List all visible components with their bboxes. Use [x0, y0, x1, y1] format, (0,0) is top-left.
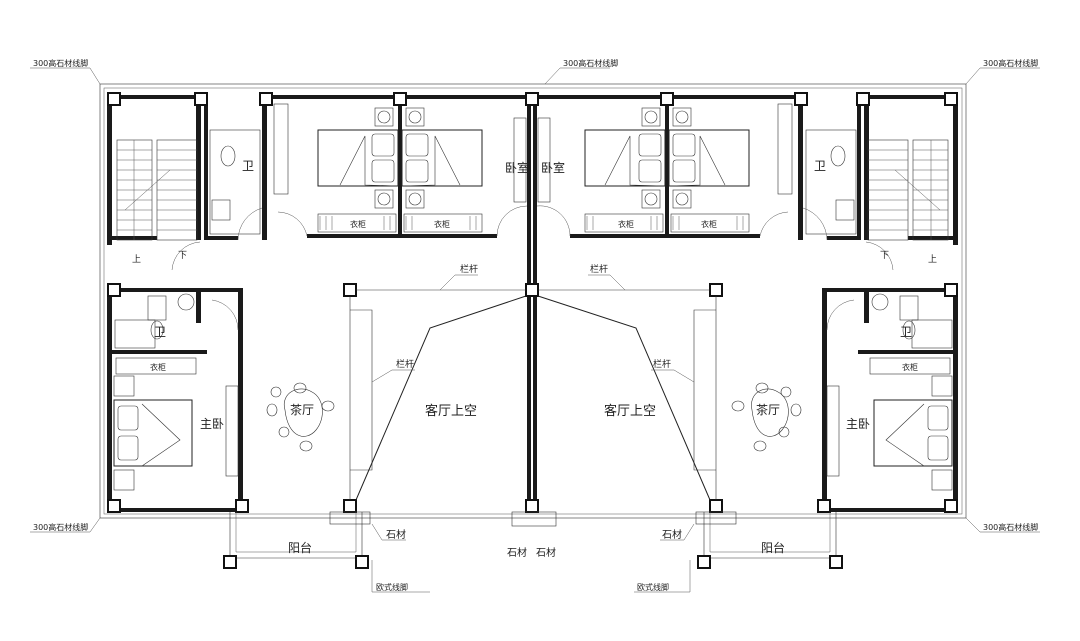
tea-table-left: [266, 382, 335, 452]
label-railing-1: 栏杆: [460, 263, 478, 275]
label-stone-baseboard-br: 300高石材线脚: [983, 522, 1038, 532]
label-balcony-right: 阳台: [761, 540, 785, 555]
label-balcony-left: 阳台: [288, 540, 312, 555]
label-living-void-left: 客厅上空: [425, 403, 477, 419]
label-bath-upper-right: 卫: [814, 159, 826, 173]
label-bath-upper-left: 卫: [242, 159, 254, 173]
label-euro-baseboard-right: 欧式线脚: [637, 582, 669, 592]
columns: [107, 92, 958, 513]
label-euro-baseboard-left: 欧式线脚: [376, 582, 408, 592]
label-stone-1: 石材: [386, 528, 406, 541]
label-up-left: 上: [132, 254, 141, 265]
label-railing-4: 栏杆: [653, 358, 671, 370]
label-stone-3: 石材: [536, 546, 556, 559]
labels: 300高石材线脚 300高石材线脚 300高石材线脚 300高石材线脚 300高…: [33, 58, 1038, 592]
label-bath-master-left: 卫: [154, 325, 166, 339]
tea-table-right: [731, 382, 802, 452]
label-stone-baseboard-tc: 300高石材线脚: [563, 58, 618, 68]
living-void: [349, 289, 717, 501]
label-tea-room-left: 茶厅: [290, 402, 314, 417]
label-railing-2: 栏杆: [590, 263, 608, 275]
master-suites: [113, 293, 953, 491]
label-stone-baseboard-tr: 300高石材线脚: [983, 58, 1038, 68]
label-down-left: 下: [178, 251, 187, 261]
label-down-right: 下: [880, 251, 889, 261]
leader-lines: [30, 67, 1040, 541]
label-bedroom-left: 卧室: [505, 160, 529, 175]
balconies: [223, 511, 843, 593]
label-wardrobe-master-right: 衣柜: [902, 362, 918, 372]
label-railing-3: 栏杆: [396, 358, 414, 370]
label-bath-master-right: 卫: [900, 325, 912, 339]
label-up-right: 上: [928, 254, 937, 265]
outer-outline: [99, 83, 967, 519]
label-living-void-right: 客厅上空: [604, 403, 656, 419]
label-wardrobe-2: 衣柜: [434, 219, 450, 229]
label-wardrobe-master-left: 衣柜: [150, 362, 166, 372]
bedroom-furniture: [273, 103, 793, 233]
label-tea-room-right: 茶厅: [756, 402, 780, 417]
label-wardrobe-3: 衣柜: [618, 219, 634, 229]
label-stone-4: 石材: [662, 528, 682, 541]
upper-baths: [171, 129, 894, 271]
label-stone-baseboard-bl: 300高石材线脚: [33, 522, 88, 532]
stair-right: [867, 139, 949, 241]
label-wardrobe-1: 衣柜: [350, 219, 366, 229]
label-bedroom-right: 卧室: [541, 160, 565, 175]
stair-left: [116, 139, 198, 241]
label-stone-baseboard-tl: 300高石材线脚: [33, 58, 88, 68]
label-wardrobe-4: 衣柜: [701, 219, 717, 229]
label-stone-2: 石材: [507, 546, 527, 559]
label-master-right: 主卧: [846, 417, 870, 431]
label-master-left: 主卧: [200, 417, 224, 431]
